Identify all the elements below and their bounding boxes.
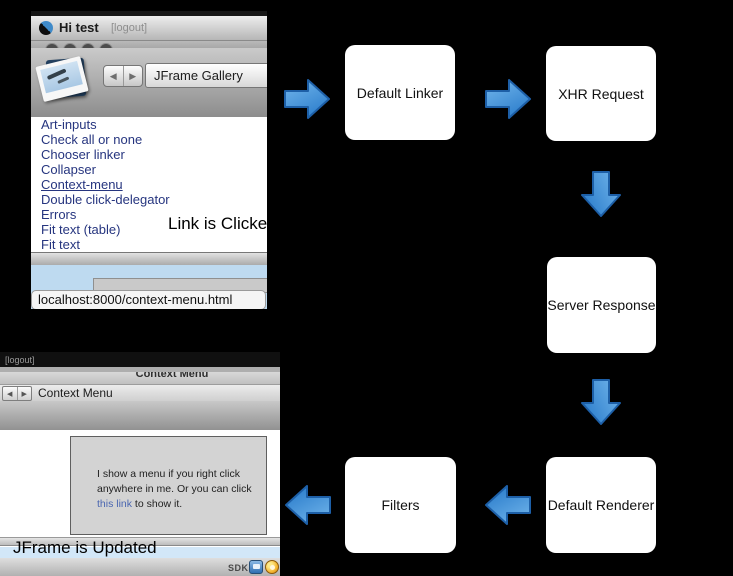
gallery-link-context-menu[interactable]: Context-menu [41,177,123,192]
flow-box-label: Filters [381,497,420,513]
arrow-left-icon [285,484,331,526]
demo-line-rest: to show it. [132,498,183,510]
logout-link[interactable]: [logout] [5,355,35,365]
gallery-link[interactable]: Fit text [41,237,81,252]
app-logo-icon [39,21,53,35]
gallery-link[interactable]: Art-inputs [41,117,97,132]
title-bar-dark: [logout] [0,352,280,367]
demo-line: I show a menu if you right click [97,468,240,480]
nav-title: Context Menu [38,386,113,400]
clipped-window-title: Context Menu [0,372,280,384]
nav-buttons: ◀ ▶ [103,65,143,87]
forward-button[interactable]: ▶ [122,66,143,86]
window-title: Hi test [59,20,99,35]
forward-button[interactable]: ▶ [16,387,32,400]
page-content: I show a menu if you right click anywher… [0,430,280,537]
swirl-refresh-icon[interactable] [265,560,279,574]
gallery-title-field[interactable]: JFrame Gallery [145,63,267,88]
flow-box-label: Default Renderer [547,497,655,513]
bottom-status-bar: SDK [0,558,280,576]
logout-link[interactable]: [logout] [111,22,148,34]
toolbar-lower [0,401,280,430]
flow-box-filters: Filters [345,457,456,553]
flow-box-server-response: Server Response [547,257,656,353]
back-button[interactable]: ◀ [7,390,13,398]
arrow-left-icon [485,484,531,526]
back-button[interactable]: ◀ [109,70,117,81]
gallery-link[interactable]: Check all or none [41,132,143,147]
gallery-link-list: Art-inputs Check all or none Chooser lin… [31,117,267,252]
demo-line: anywhere in me. Or you can click [97,483,252,495]
status-url-tooltip: localhost:8000/context-menu.html [31,290,266,309]
gallery-link[interactable]: Double click-delegator [41,192,170,207]
annotation-link-clicked: Link is Clicked [168,214,267,233]
demo-line: this link to show it. [97,497,252,512]
context-menu-demo-box[interactable]: I show a menu if you right click anywher… [70,436,267,535]
this-link[interactable]: this link [97,498,133,510]
annotation-jframe-updated: JFrame is Updated [13,538,157,557]
window-top-strip [31,11,267,16]
arrow-down-icon [580,379,622,425]
photo-image [40,60,83,94]
arrow-right-icon [284,78,330,120]
gallery-link[interactable]: Fit text (table) [41,222,121,237]
top-browser-window: Hi test [logout] ◀ ▶ JFrame Gallery Art-… [31,11,267,309]
flow-box-default-renderer: Default Renderer [546,457,656,553]
gallery-toolbar: ◀ ▶ JFrame Gallery [31,48,267,117]
demo-text: I show a menu if you right click anywher… [97,467,252,512]
flow-box-label: XHR Request [558,85,644,102]
list-bottom-bar [31,252,267,266]
gallery-link[interactable]: Collapser [41,162,96,177]
photos-icon [35,51,95,111]
title-bar: Hi test [logout] [31,16,267,41]
app-photo-icon[interactable] [249,560,263,574]
flow-box-label: Default Linker [356,84,444,101]
gallery-link[interactable]: Errors [41,207,77,222]
flow-box-xhr-request: XHR Request [546,46,656,141]
bottom-browser-window: [logout] Context Menu ◀ ▶ Context Menu I… [0,350,280,576]
window-title: Context Menu [135,372,209,380]
sdk-label: SDK [228,563,249,573]
flow-box-label: Server Response [547,297,656,313]
status-panel: localhost:8000/context-menu.html [31,265,267,309]
cropped-toolbar-buttons [31,41,267,48]
flow-box-default-linker: Default Linker [345,45,455,140]
separator-bar [0,537,280,546]
gallery-link[interactable]: Chooser linker [41,147,125,162]
nav-row: ◀ ▶ Context Menu [0,384,280,402]
arrow-down-icon [580,171,622,217]
nav-buttons: ◀ ▶ [2,386,32,401]
arrow-right-icon [485,78,531,120]
